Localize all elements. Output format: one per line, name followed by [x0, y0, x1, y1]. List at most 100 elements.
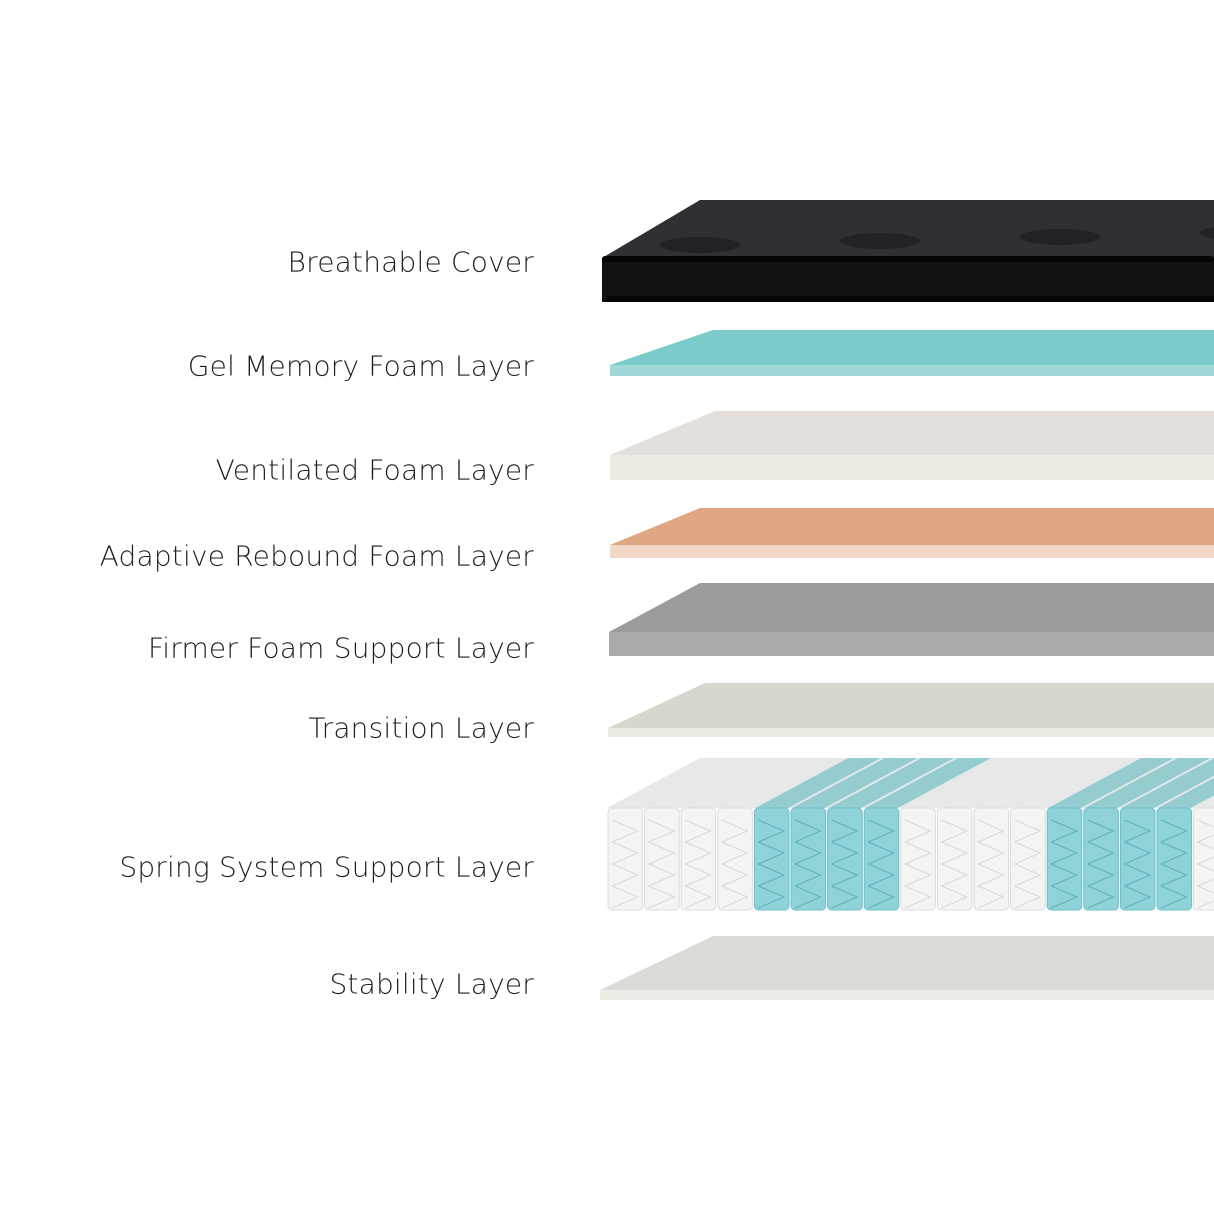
spring-pocket [680, 807, 717, 911]
cover-piping [602, 256, 1214, 262]
spring-coil [721, 841, 749, 865]
spring-pocket [790, 807, 827, 911]
spring-coil [831, 863, 859, 887]
layer-top-face [608, 683, 1214, 728]
spring-coil [941, 863, 969, 887]
spring-coil [721, 819, 749, 843]
spring-pocket [1156, 807, 1193, 911]
spring-coil [868, 841, 896, 865]
spring-coil [1087, 885, 1115, 909]
label-ventilated-foam: Ventilated Foam Layer [215, 453, 534, 487]
spring-pocket-top [865, 758, 991, 808]
spring-pocket [607, 807, 644, 911]
spring-coil [648, 863, 676, 887]
label-spring-system: Spring System Support Layer [119, 850, 534, 884]
spring-coil [1160, 819, 1188, 843]
spring-pocket-top [975, 758, 1101, 808]
spring-coil [794, 863, 822, 887]
spring-pocket [827, 807, 863, 911]
spring-coil [904, 841, 932, 865]
spring-pocket-top [645, 758, 772, 808]
spring-coil [868, 863, 896, 887]
spring-coil [1124, 863, 1152, 887]
spring-coil [648, 841, 676, 865]
spring-pocket [1193, 807, 1214, 911]
spring-coil [611, 863, 639, 887]
spring-pocket [973, 807, 1010, 911]
spring-pocket-top [1194, 797, 1214, 808]
spring-coil [794, 841, 822, 865]
spring-pocket-top [1011, 758, 1138, 808]
spring-pocket-top [792, 758, 918, 808]
spring-coil [1087, 841, 1115, 865]
spring-coil [831, 841, 859, 865]
spring-coil [1087, 819, 1115, 843]
spring-coil [868, 819, 896, 843]
layer-front-face [610, 545, 1214, 558]
spring-pocket-top [901, 758, 1028, 808]
spring-coil [794, 819, 822, 843]
cover-tuft [1020, 229, 1100, 245]
spring-coil [1051, 885, 1079, 909]
spring-coil [1160, 863, 1188, 887]
spring-coil [868, 885, 896, 909]
spring-coil [1124, 819, 1152, 843]
layer-top-face [610, 508, 1214, 545]
spring-coil [977, 885, 1005, 909]
spring-coil [648, 819, 676, 843]
spring-pocket [1119, 807, 1156, 911]
spring-pocket-top [1048, 758, 1174, 808]
spring-pocket-top [938, 758, 1064, 808]
spring-coil [1160, 885, 1188, 909]
spring-coil [685, 863, 713, 887]
spring-coil [685, 819, 713, 843]
spring-coil [685, 885, 713, 909]
spring-coil [1124, 841, 1152, 865]
spring-coil [758, 863, 786, 887]
cover-tuft [840, 233, 920, 249]
spring-coil [721, 885, 749, 909]
spring-coil [831, 885, 859, 909]
spring-coil [611, 885, 639, 909]
spring-pocket-top [609, 758, 735, 808]
cover-tuft [1200, 226, 1214, 240]
spring-coil [1051, 863, 1079, 887]
cover-tuft [660, 237, 740, 253]
spring-coil [1014, 885, 1042, 909]
spring-coil [758, 885, 786, 909]
layer-top-face [609, 583, 1214, 632]
layer-front-face [610, 455, 1214, 480]
spring-coil [1197, 841, 1214, 865]
spring-coil [1014, 819, 1042, 843]
spring-pocket [717, 807, 753, 911]
spring-coil [1051, 841, 1079, 865]
spring-coil [1014, 863, 1042, 887]
spring-coil [1197, 885, 1214, 909]
spring-coil [648, 885, 676, 909]
spring-coil [1087, 863, 1115, 887]
spring-coil [977, 819, 1005, 843]
spring-pocket [936, 807, 973, 911]
spring-coil [941, 819, 969, 843]
spring-coil [611, 841, 639, 865]
spring-coil [1197, 819, 1214, 843]
spring-pocket-top [682, 758, 808, 808]
spring-coil [721, 863, 749, 887]
spring-pocket [900, 807, 936, 911]
spring-pocket [1010, 807, 1046, 911]
spring-pocket-top [1121, 758, 1214, 808]
layer-front-face [610, 365, 1214, 376]
spring-pocket [1083, 807, 1119, 911]
label-transition-layer: Transition Layer [308, 711, 534, 745]
spring-pocket [863, 807, 900, 911]
label-firmer-foam-support: Firmer Foam Support Layer [147, 631, 534, 665]
layer-front-face [608, 728, 1214, 737]
layer-front-face [602, 258, 1214, 302]
spring-coil [904, 885, 932, 909]
spring-coil [1197, 863, 1214, 887]
spring-pocket-top [1084, 758, 1211, 808]
layer-top-face [610, 330, 1214, 365]
spring-coil [941, 841, 969, 865]
label-breathable-cover: Breathable Cover [287, 245, 534, 279]
